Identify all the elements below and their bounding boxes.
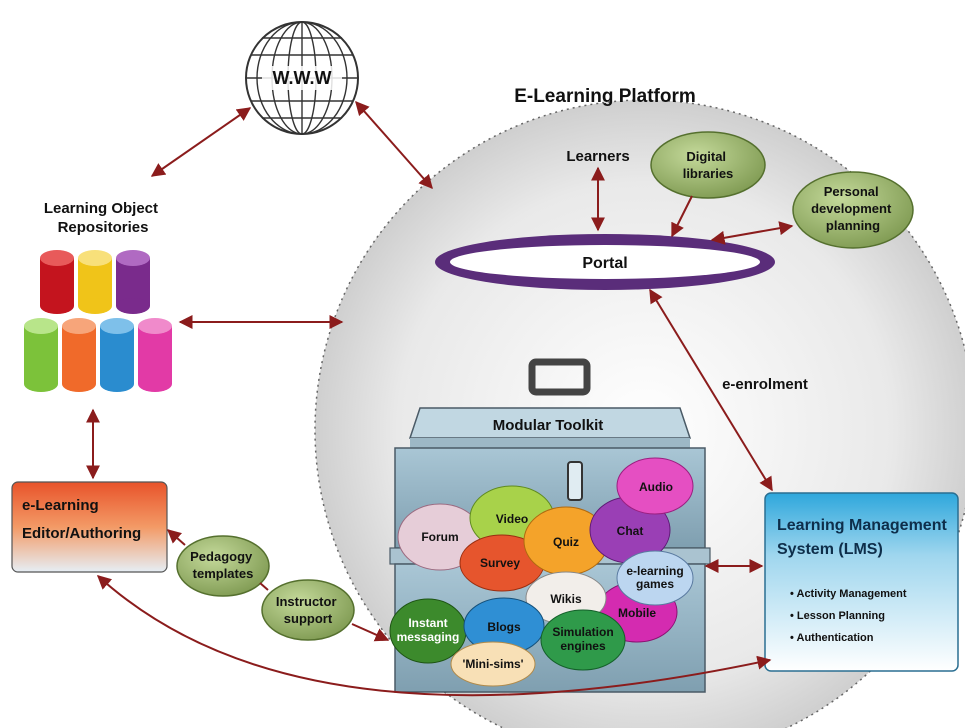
arrow-digital-libraries-portal	[671, 195, 693, 238]
portal-ring	[435, 234, 775, 290]
digital-libraries-label: Digital libraries	[683, 149, 734, 181]
lms-item: • Lesson Planning	[790, 610, 885, 622]
e-enrolment-label: e-enrolment	[722, 376, 808, 393]
arrow-portal-lms	[649, 288, 773, 492]
arrow-editor-lms-curve	[96, 575, 772, 697]
svg-text:Quiz: Quiz	[553, 535, 579, 549]
arrow-www-repositories	[150, 107, 252, 177]
platform-title: E-Learning Platform	[514, 86, 696, 107]
digital-libraries-bubble	[650, 131, 766, 199]
arrow-portal-pdp	[710, 221, 794, 245]
tool-mini-sims: 'Mini-sims'	[450, 641, 536, 687]
learners-label: Learners	[566, 148, 629, 165]
portal-label: Portal	[582, 255, 627, 272]
toolkit-label: Modular Toolkit	[493, 417, 604, 434]
editor-authoring-box	[11, 481, 168, 573]
editor-authoring-label: e-Learning Editor/Authoring	[22, 497, 141, 542]
lms-title: Learning Management System (LMS)	[777, 517, 951, 558]
arrow-www-platform	[355, 100, 433, 190]
svg-text:Mobile: Mobile	[618, 606, 656, 620]
personal-development-label: Personal development planning	[811, 184, 895, 233]
svg-text:Chat: Chat	[617, 524, 644, 538]
instructor-support-bubble	[261, 579, 355, 641]
svg-text:'Mini-sims': 'Mini-sims'	[462, 657, 523, 671]
svg-text:Audio: Audio	[639, 480, 673, 494]
tool-audio: Audio	[616, 457, 694, 515]
svg-text:Wikis: Wikis	[550, 592, 582, 606]
arrow-editor-pedagogy	[166, 529, 186, 546]
svg-text:Blogs: Blogs	[487, 620, 521, 634]
personal-development-bubble	[792, 171, 914, 249]
lms-item: • Activity Management	[790, 588, 907, 600]
www-label: W.W.W	[273, 68, 332, 88]
repositories-label: Learning Object Repositories	[44, 200, 162, 236]
svg-text:Forum: Forum	[421, 530, 458, 544]
repository-cylinders-icon	[24, 250, 172, 392]
svg-text:Survey: Survey	[480, 556, 520, 570]
connector-arrows	[86, 100, 794, 697]
lms-item: • Authentication	[790, 632, 874, 644]
arrow-pedagogy-instructor	[259, 582, 269, 591]
svg-text:Video: Video	[496, 512, 528, 526]
